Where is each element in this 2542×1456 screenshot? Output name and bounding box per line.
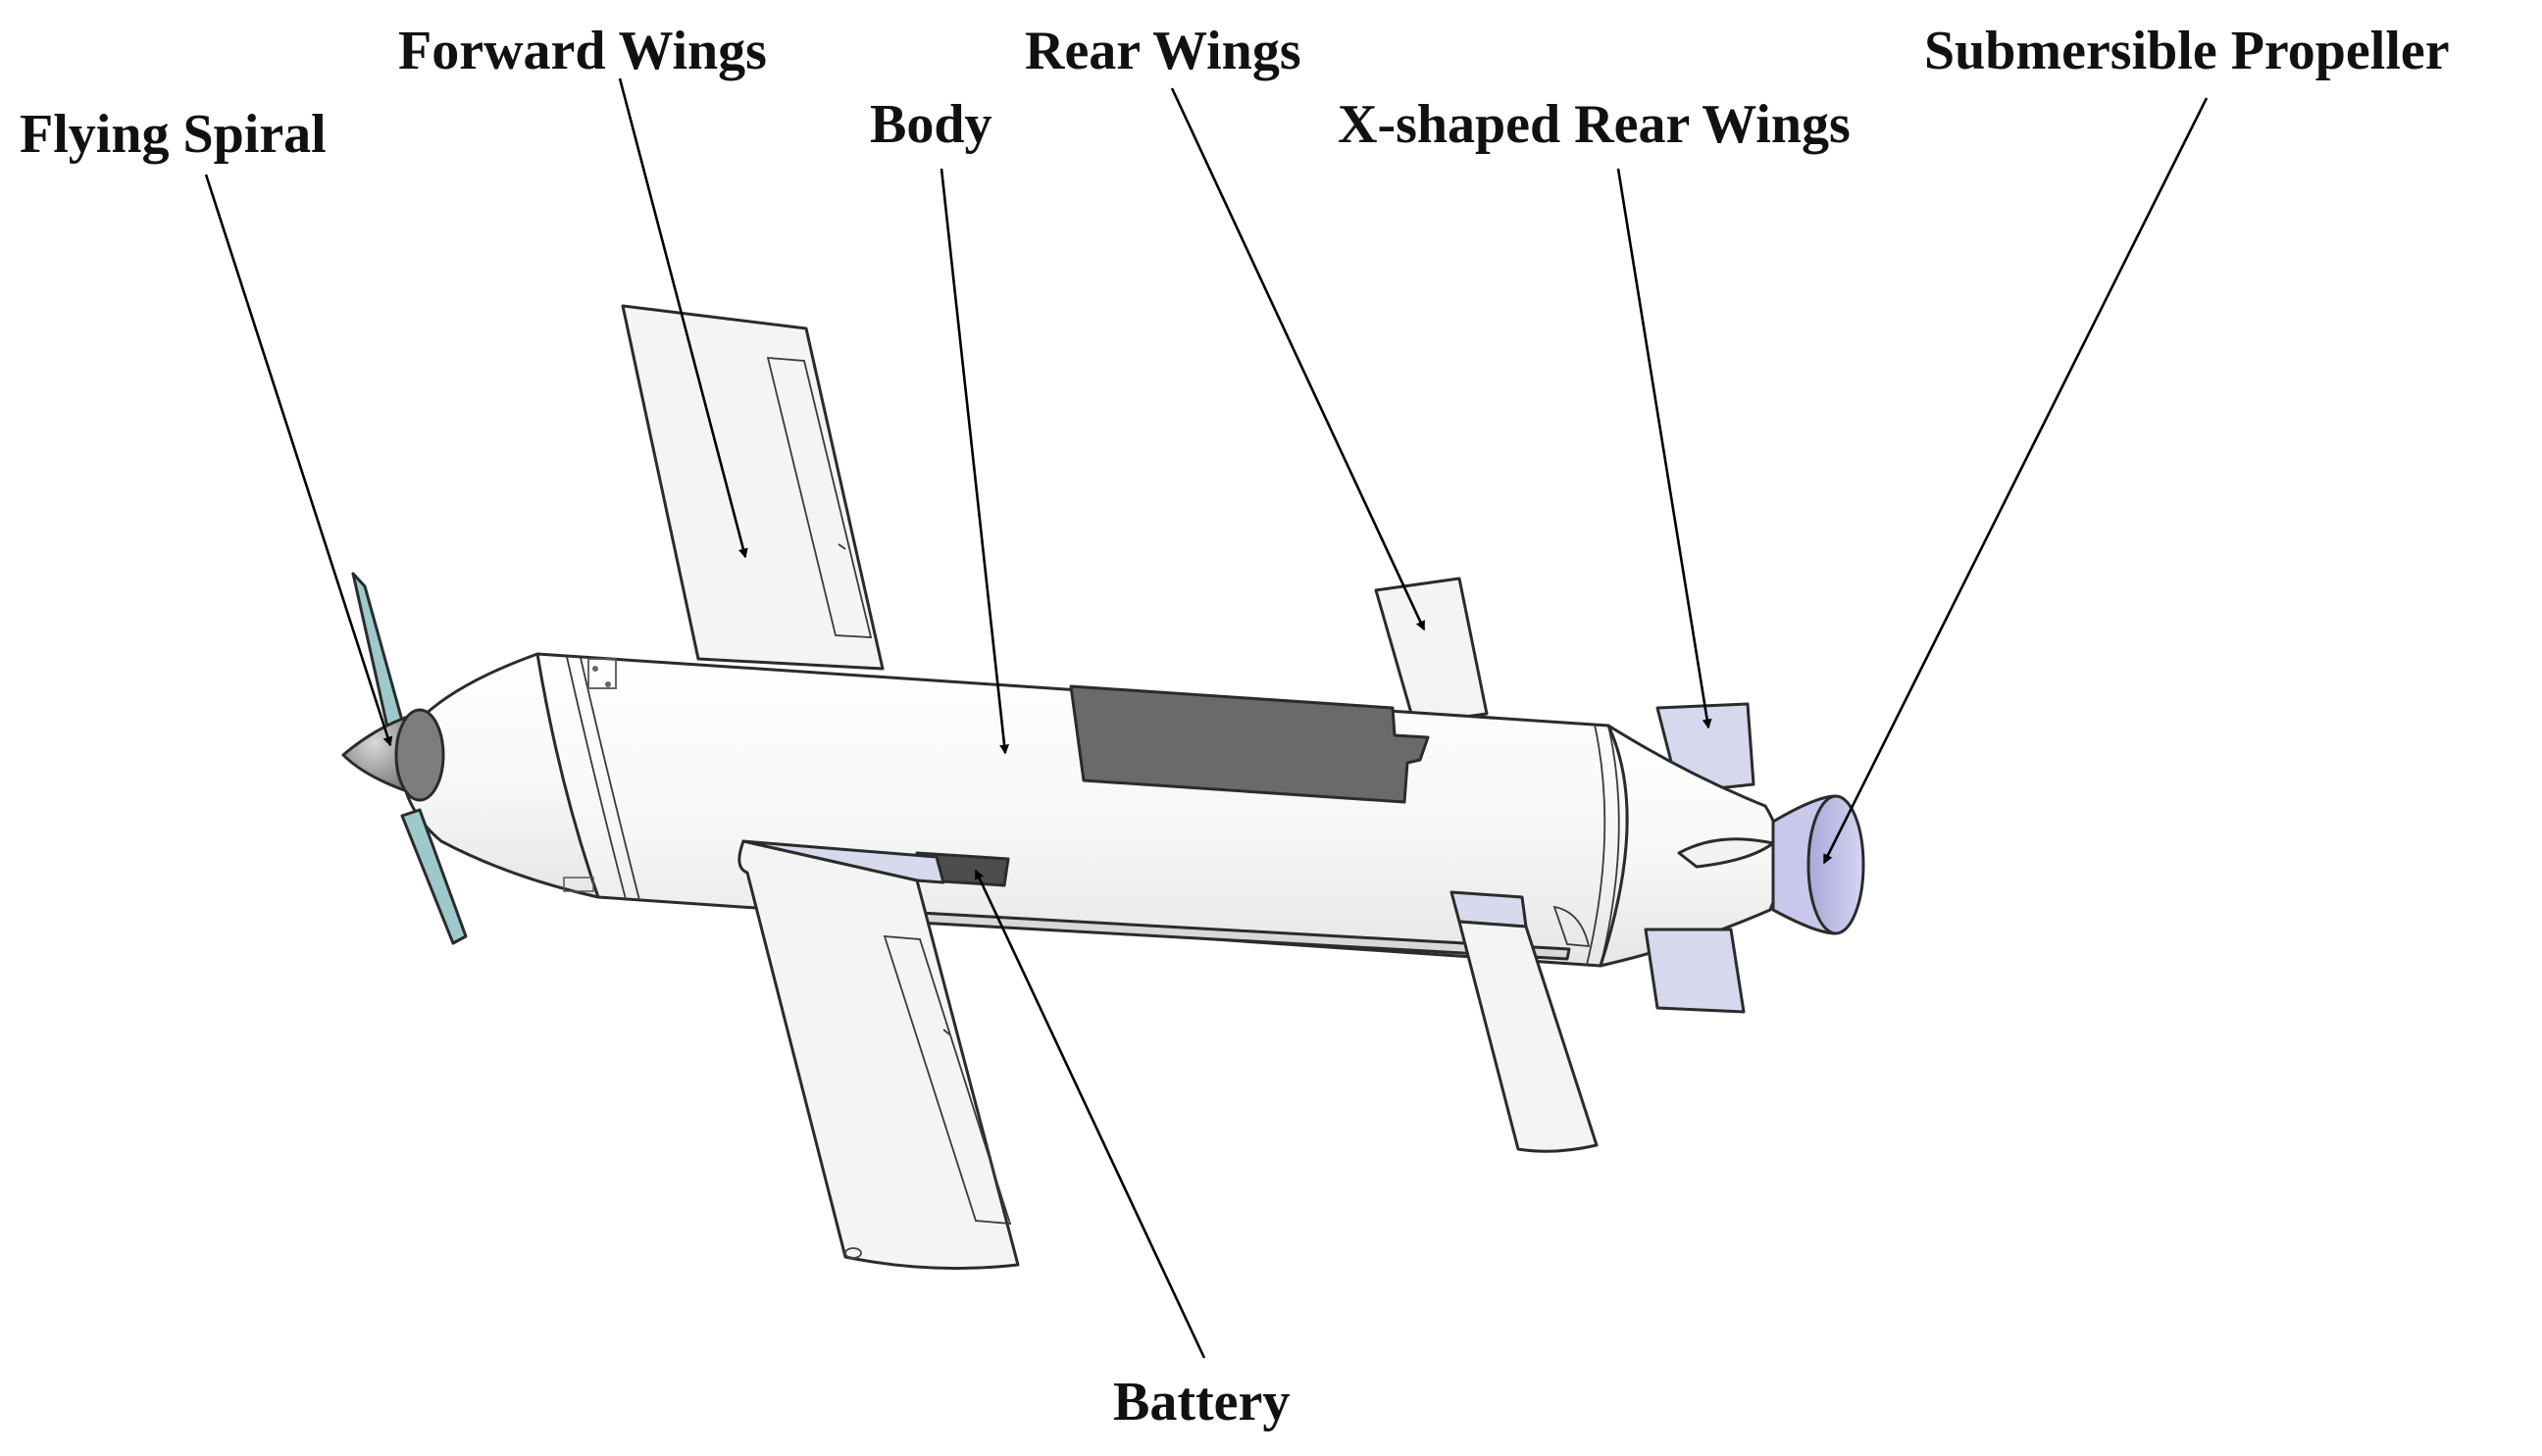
label-forward-wings: Forward Wings [398,21,767,81]
label-battery: Battery [1113,1372,1290,1432]
forward-wing-lower [737,839,1020,1271]
propeller-blade-lower [400,808,468,945]
leader-flying-spiral [204,174,393,747]
leader-lines [204,77,2209,1359]
label-rear-wings: Rear Wings [1025,21,1301,81]
label-x-shaped-rear-wings: X-shaped Rear Wings [1338,94,1851,155]
label-submersible-propeller: Submersible Propeller [1924,21,2450,81]
label-flying-spiral: Flying Spiral [20,104,327,165]
leader-body [940,168,1010,755]
leader-submersible-propeller [1822,97,2209,865]
flying-spiral [341,572,468,945]
rear-wing-upper [1374,577,1489,726]
leader-battery [974,869,1206,1359]
rear-wing-lower [1449,890,1599,1153]
label-body: Body [870,94,992,155]
leader-x-shaped-rear-wings [1616,168,1712,729]
tail-cone [1599,724,1783,968]
leader-forward-wings [618,77,748,559]
labels: Flying Spiral Forward Wings Body Rear Wi… [20,21,2450,1432]
body-group [400,652,1783,968]
x-fin-lower [1644,928,1746,1014]
forward-wing-upper [621,304,885,671]
leader-rear-wings [1170,87,1426,631]
hatch-panel [1069,684,1430,804]
propeller-duct [1677,794,1865,935]
